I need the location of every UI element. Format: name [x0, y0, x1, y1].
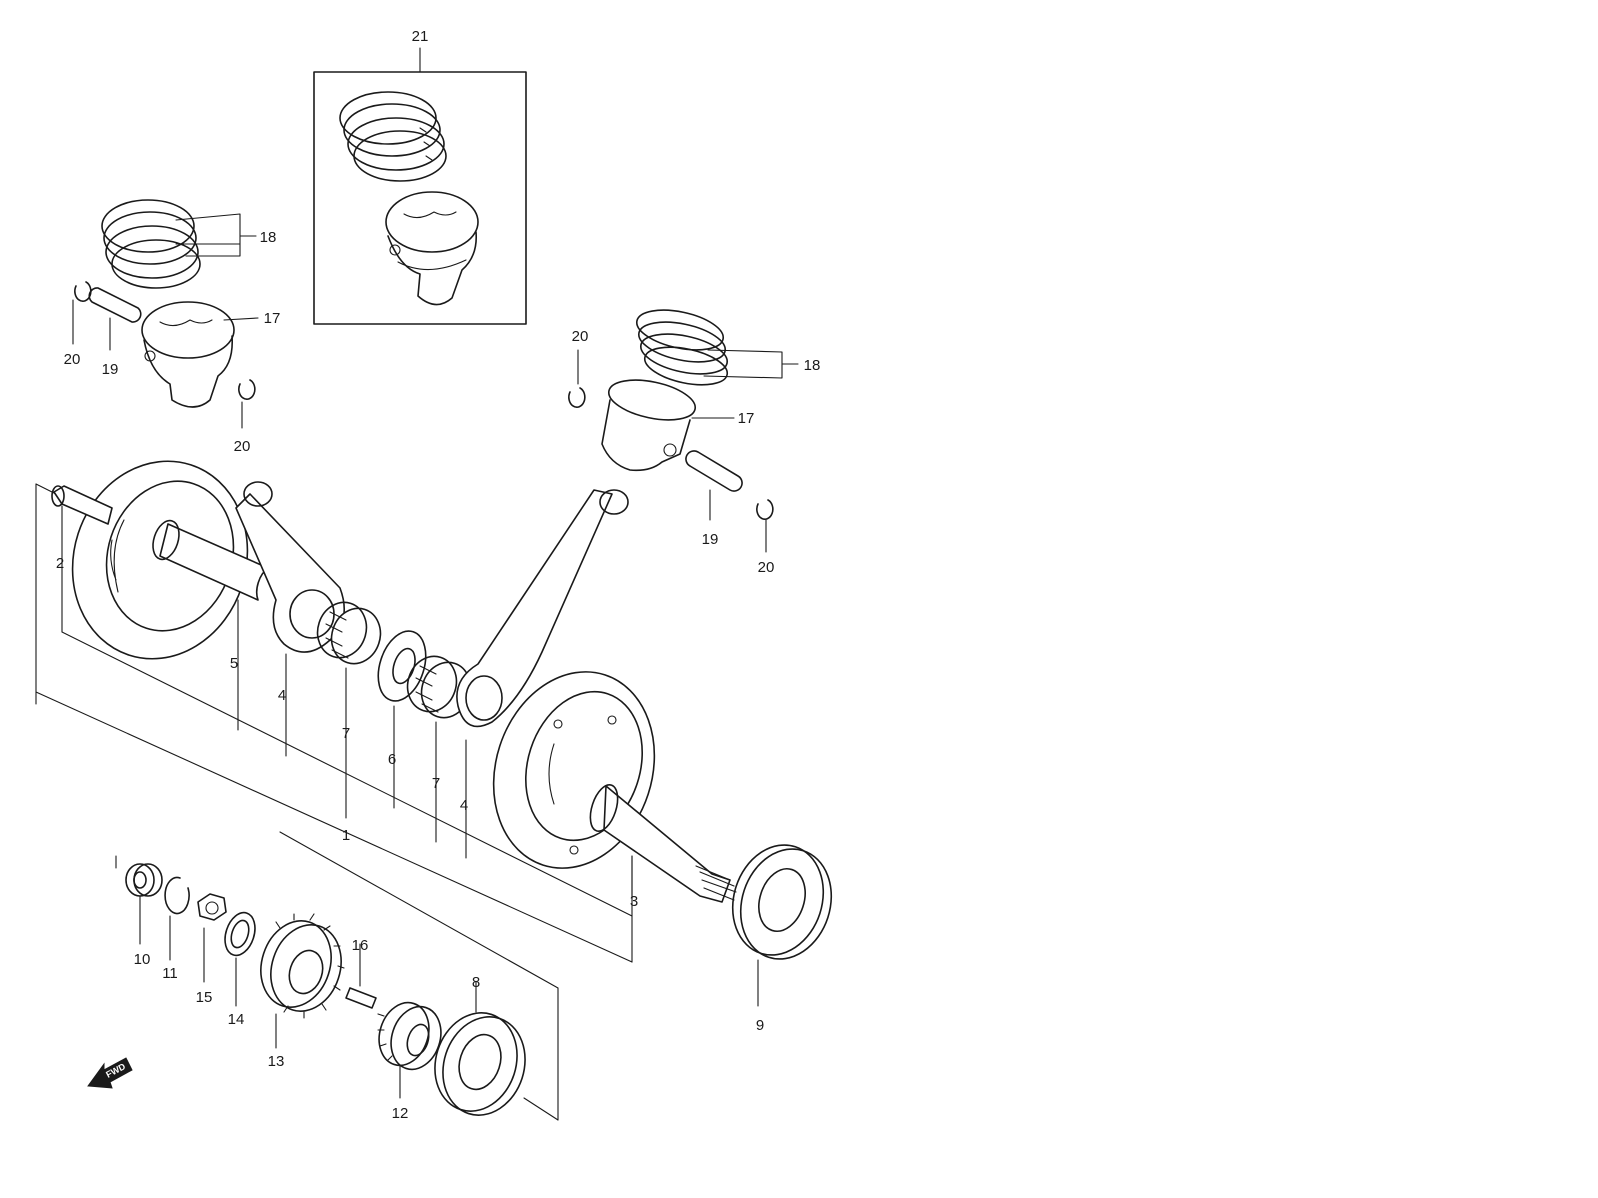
gear-12	[377, 1001, 442, 1099]
needle-bearing-a	[316, 601, 382, 819]
callout-20-right-b: 20	[758, 559, 775, 576]
callout-14: 14	[228, 1011, 245, 1028]
callout-3: 3	[630, 893, 638, 910]
callout-2: 2	[56, 555, 64, 572]
key-16	[345, 943, 377, 1009]
piston-rings-left	[101, 199, 257, 289]
ball-bearing-9	[731, 844, 833, 1007]
callout-8: 8	[472, 974, 480, 991]
fwd-direction-badge: FWD	[87, 1057, 133, 1089]
crank-output-shaft	[589, 784, 737, 903]
callout-19-left: 19	[102, 361, 119, 378]
piston-set-frame	[313, 47, 527, 325]
washer-14	[224, 911, 256, 1007]
thrust-washer	[377, 630, 427, 809]
callout-12: 12	[392, 1105, 409, 1122]
piston-pin-left	[88, 287, 142, 351]
circlip-right-b	[756, 499, 774, 553]
callout-4-left: 4	[278, 687, 286, 704]
ball-bearing-8	[434, 981, 526, 1116]
callout-6: 6	[388, 751, 396, 768]
callout-18-right: 18	[804, 357, 821, 374]
callout-18-left: 18	[260, 229, 277, 246]
crank-flywheel-left	[51, 460, 249, 660]
callout-1: 1	[342, 827, 350, 844]
piston-pin-right	[685, 450, 743, 521]
crank-pin	[152, 519, 269, 731]
callout-20-right-a: 20	[572, 328, 589, 345]
piston-ring-set-21	[339, 91, 447, 182]
callout-20-left-a: 20	[64, 351, 81, 368]
piston-21	[385, 191, 479, 306]
callout-15: 15	[196, 989, 213, 1006]
circlip-left-b	[238, 379, 256, 429]
callout-10: 10	[134, 951, 151, 968]
callout-7-a: 7	[342, 725, 350, 742]
piston-rings-right	[635, 309, 799, 386]
callout-7-b: 7	[432, 775, 440, 792]
piston-right	[601, 379, 735, 472]
callout-17-left: 17	[264, 310, 281, 327]
connecting-rod-left	[235, 481, 346, 757]
callout-13: 13	[268, 1053, 285, 1070]
callout-17-right: 17	[738, 410, 755, 427]
bearing-10	[125, 863, 163, 945]
arrow-left-icon	[87, 1057, 133, 1089]
callout-9: 9	[756, 1017, 764, 1034]
callout-4-right: 4	[460, 797, 468, 814]
callout-labels: 21 18 17 20 19 20 20 18 17 19 20 2 5 4 7…	[56, 28, 821, 1122]
circlip-right-a	[568, 349, 586, 408]
circlip-left-a	[72, 281, 92, 345]
callout-11: 11	[162, 965, 178, 982]
circlip-11	[164, 876, 190, 961]
callout-19-right: 19	[702, 531, 719, 548]
callout-21: 21	[412, 28, 429, 45]
lower-group-bracket	[115, 831, 559, 1121]
crankshaft-bracket	[35, 483, 633, 963]
nut-15	[197, 893, 227, 983]
callout-20-left-b: 20	[234, 438, 251, 455]
callout-16: 16	[352, 937, 369, 954]
connecting-rod-right	[456, 489, 629, 859]
gear-13	[260, 913, 345, 1049]
piston-left	[141, 301, 259, 408]
callout-5: 5	[230, 655, 238, 672]
